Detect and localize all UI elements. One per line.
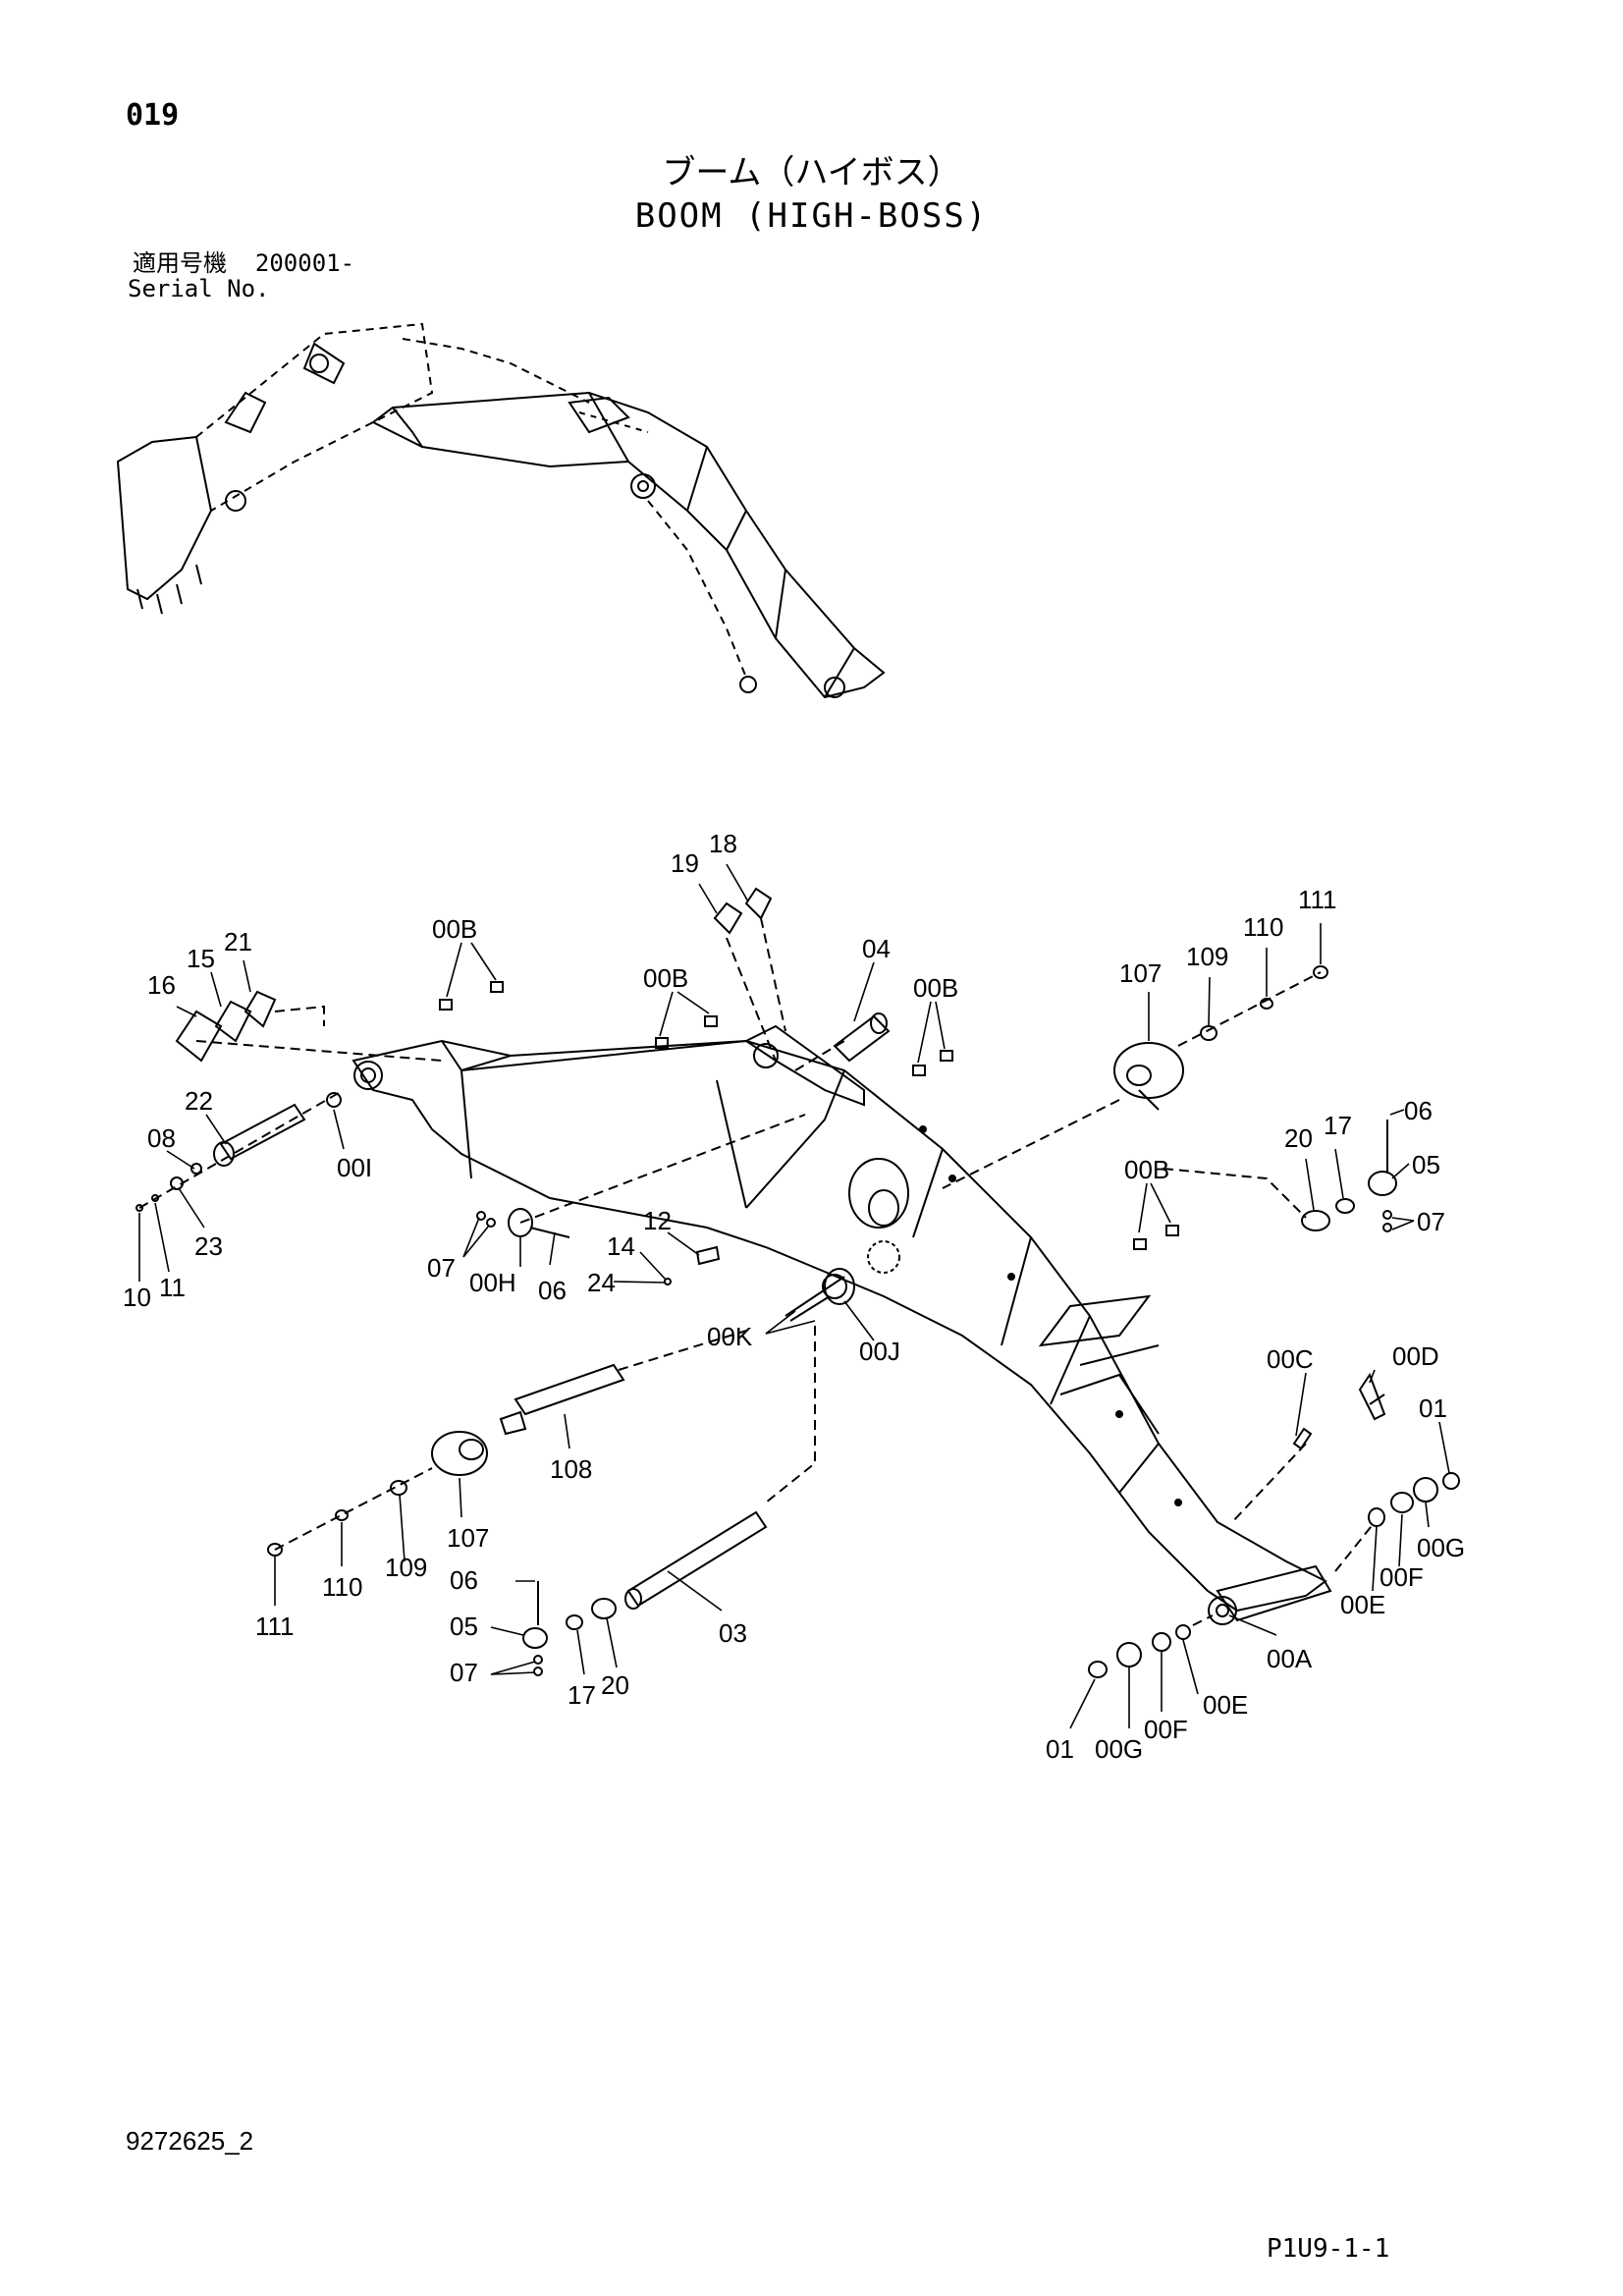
callout-06-left: 06 [538,1276,567,1305]
callout-05-right: 05 [1412,1150,1440,1179]
callout-23: 23 [194,1231,223,1261]
callout-12: 12 [643,1206,672,1235]
callout-17-bottom: 17 [568,1680,596,1710]
callout-03: 03 [719,1618,747,1648]
callout-110-bottom: 110 [322,1572,362,1602]
callout-20-right: 20 [1284,1123,1313,1153]
callout-00G-bottom: 00G [1095,1734,1143,1764]
callout-21: 21 [224,927,252,957]
leader-lines [138,863,1450,1729]
serial-label-english: Serial No. [128,275,270,302]
pin-04 [794,1012,891,1071]
callout-07-bottom: 07 [450,1658,478,1687]
callout-08: 08 [147,1123,176,1153]
callout-109-bottom: 109 [385,1553,427,1582]
page-reference: P1U9-1-1 [1267,2234,1390,2264]
callout-22: 22 [185,1086,213,1116]
tip-bushings-bottom [1088,1614,1214,1678]
callout-00F-bottom: 00F [1144,1715,1188,1744]
serial-label-japanese: 適用号機 [133,249,227,277]
callout-00H: 00H [469,1268,516,1297]
callout-00G-right: 00G [1417,1533,1465,1562]
callout-05-bottom: 05 [450,1612,478,1641]
callout-17-right: 17 [1324,1111,1352,1140]
callout-15: 15 [187,944,215,973]
page-title-english: BOOM (HIGH-BOSS) [634,196,989,236]
callout-00B-2: 00B [643,963,688,993]
page-title-japanese: ブーム（ハイボス） [662,153,961,192]
callout-111-bottom: 111 [255,1612,295,1641]
callout-00I: 00I [337,1153,372,1182]
main-boom-assembly [352,1024,1332,1625]
callout-00E-bottom: 00E [1203,1690,1248,1720]
callout-24: 24 [587,1268,616,1297]
cylinder-pin-parts-right [1163,1120,1397,1232]
callout-109-top: 109 [1186,942,1228,971]
callout-00K: 00K [707,1322,753,1351]
serial-value: 200001- [254,249,355,277]
bushing-shims-00B [439,981,1179,1250]
callout-00D: 00D [1392,1341,1439,1371]
foot-pin-22 [135,1089,345,1212]
cylinder-pin-parts-left [476,1114,806,1238]
bolt-parts-12-14-24 [664,1245,721,1285]
callout-00B-3: 00B [913,973,958,1003]
callout-04: 04 [862,934,891,963]
callout-110-top: 110 [1243,912,1283,942]
callout-labels: 16 15 21 22 08 23 10 11 00I 00B 00B 00B … [123,829,1465,1764]
callout-16: 16 [147,970,176,1000]
callout-07-right: 07 [1417,1207,1445,1236]
callout-11: 11 [159,1273,186,1302]
pin-108-flange-107-bottom [267,1330,747,1557]
callout-107-top: 107 [1119,958,1162,988]
callout-00E-right: 00E [1340,1590,1385,1619]
callout-00A: 00A [1267,1644,1313,1673]
callout-06-bottom: 06 [450,1565,478,1595]
shims-00C-00D [1231,1372,1386,1523]
callout-00J: 00J [859,1337,900,1366]
document-id: 9272625_2 [126,2126,254,2156]
callout-14: 14 [607,1231,635,1261]
overview-front-attachment-sketch [116,322,886,699]
boss-00K-00J [765,1268,855,1503]
callout-19: 19 [671,848,699,878]
callout-00C: 00C [1267,1344,1314,1374]
callout-00F-right: 00F [1380,1562,1424,1592]
callout-00B-4: 00B [1124,1155,1169,1184]
callout-20-bottom: 20 [601,1670,629,1700]
callout-00B-1: 00B [432,914,477,944]
callout-18: 18 [709,829,737,858]
page-number: 019 [126,98,180,133]
serial-range: 適用号機 200001- [133,251,354,275]
tip-bushings-right [1334,1472,1460,1572]
callout-06-right: 06 [1404,1096,1433,1125]
pin-03-parts [522,1510,768,1676]
callout-108: 108 [550,1454,592,1484]
callout-10: 10 [123,1283,151,1312]
shim-plates-16-15-21 [175,990,443,1063]
callout-111-top: 111 [1298,885,1337,914]
callout-01-right: 01 [1419,1394,1447,1423]
callout-01-bottom: 01 [1046,1734,1074,1764]
callout-107-bottom: 107 [447,1523,489,1553]
plates-19-18 [713,887,786,1062]
callout-07-left: 07 [427,1253,456,1283]
